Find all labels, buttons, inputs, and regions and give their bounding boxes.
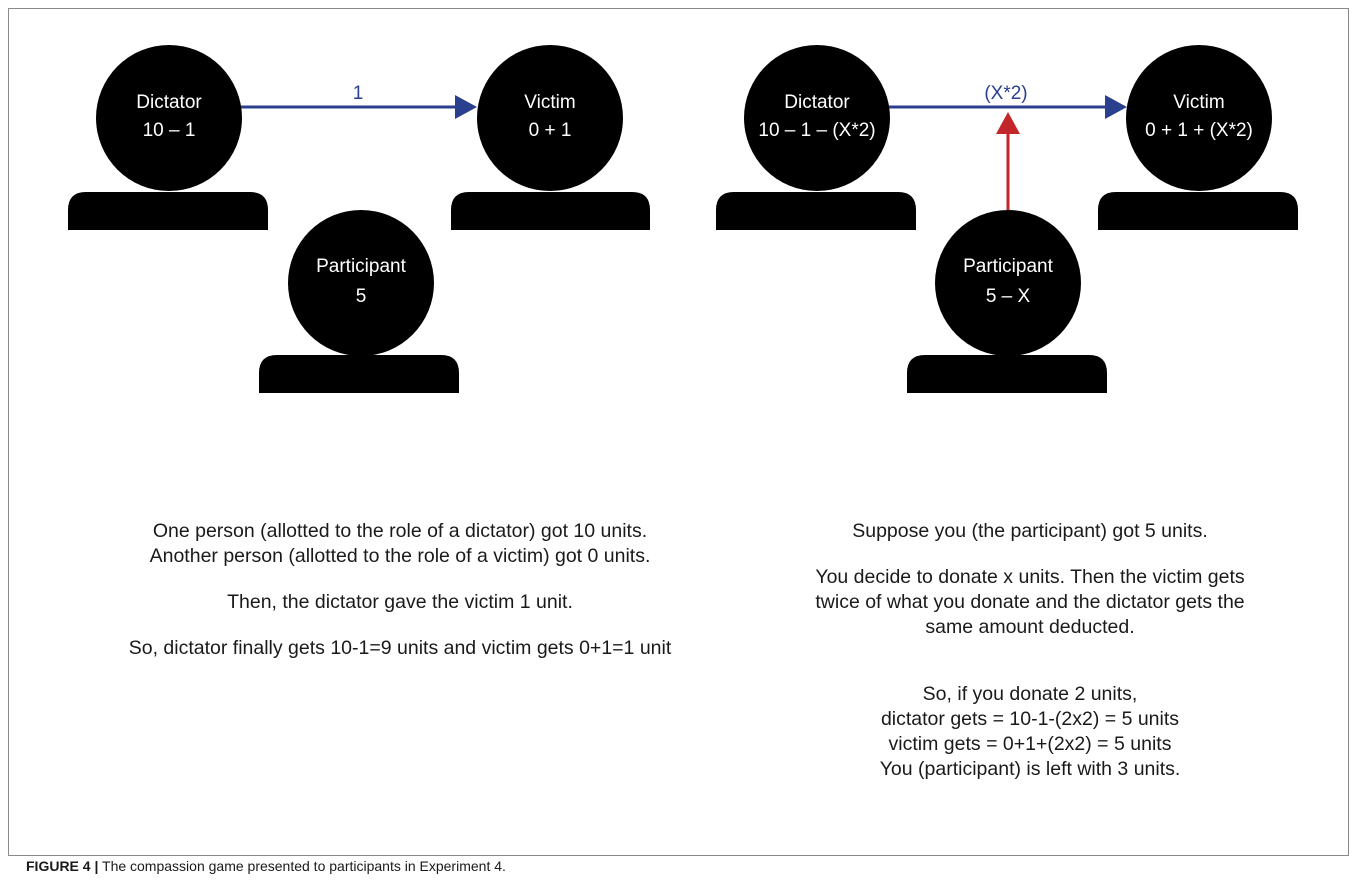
participant-arrowhead-icon [996, 112, 1020, 134]
left-victim-value: 0 + 1 [529, 120, 572, 141]
right-text-line: twice of what you donate and the dictato… [815, 591, 1245, 613]
left-explanation: One person (allotted to the role of a di… [40, 519, 760, 661]
left-text-line: Another person (allotted to the role of … [149, 545, 651, 567]
left-text-line: So, dictator finally gets 10-1=9 units a… [128, 637, 672, 659]
left-arrow-label: 1 [353, 83, 364, 104]
right-panel: (X*2) Dictator 10 – 1 – (X*2) Victim 0 +… [716, 45, 1298, 393]
right-victim-name: Victim [1173, 92, 1224, 113]
right-text-line: So, if you donate 2 units, [922, 683, 1138, 705]
left-dictator-person-icon: Dictator 10 – 1 [68, 45, 268, 230]
right-victim-person-icon: Victim 0 + 1 + (X*2) [1098, 45, 1298, 230]
right-arrow-label: (X*2) [984, 83, 1027, 104]
left-panel: 1 Dictator 10 – 1 Victim 0 + 1 Participa… [68, 45, 650, 393]
left-participant-person-icon: Participant 5 [259, 210, 459, 393]
right-text-line: dictator gets = 10-1-(2x2) = 5 units [880, 708, 1180, 730]
right-dictator-name: Dictator [784, 92, 850, 113]
left-victim-person-icon: Victim 0 + 1 [451, 45, 650, 230]
right-explanation: Suppose you (the participant) got 5 unit… [760, 519, 1300, 782]
right-text-line: victim gets = 0+1+(2x2) = 5 units [888, 733, 1172, 755]
caption-text: The compassion game presented to partici… [98, 858, 506, 874]
left-dictator-value: 10 – 1 [143, 120, 196, 141]
right-text-line: Suppose you (the participant) got 5 unit… [852, 520, 1208, 542]
right-text-line: You (participant) is left with 3 units. [879, 758, 1181, 780]
right-dictator-value: 10 – 1 – (X*2) [758, 120, 875, 141]
game-diagram: 1 Dictator 10 – 1 Victim 0 + 1 Participa… [68, 45, 1298, 393]
right-victim-value: 0 + 1 + (X*2) [1145, 120, 1253, 141]
left-victim-name: Victim [524, 92, 575, 113]
right-arrowhead-icon [1105, 95, 1127, 119]
figure-frame [8, 8, 1349, 856]
left-text-line: Then, the dictator gave the victim 1 uni… [227, 591, 573, 613]
right-dictator-person-icon: Dictator 10 – 1 – (X*2) [716, 45, 916, 230]
caption-label: FIGURE 4 | [26, 858, 99, 874]
left-participant-name: Participant [316, 256, 406, 277]
right-participant-name: Participant [963, 256, 1053, 277]
left-participant-value: 5 [356, 286, 367, 307]
right-text-line: You decide to donate x units. Then the v… [815, 566, 1245, 588]
right-participant-value: 5 – X [986, 286, 1031, 307]
right-participant-person-icon: Participant 5 – X [907, 210, 1107, 393]
right-text-line: same amount deducted. [925, 616, 1135, 638]
figure-caption: FIGURE 4 | The compassion game presented… [26, 858, 506, 874]
left-text-line: One person (allotted to the role of a di… [152, 520, 648, 542]
left-dictator-name: Dictator [136, 92, 202, 113]
left-arrowhead-icon [455, 95, 477, 119]
